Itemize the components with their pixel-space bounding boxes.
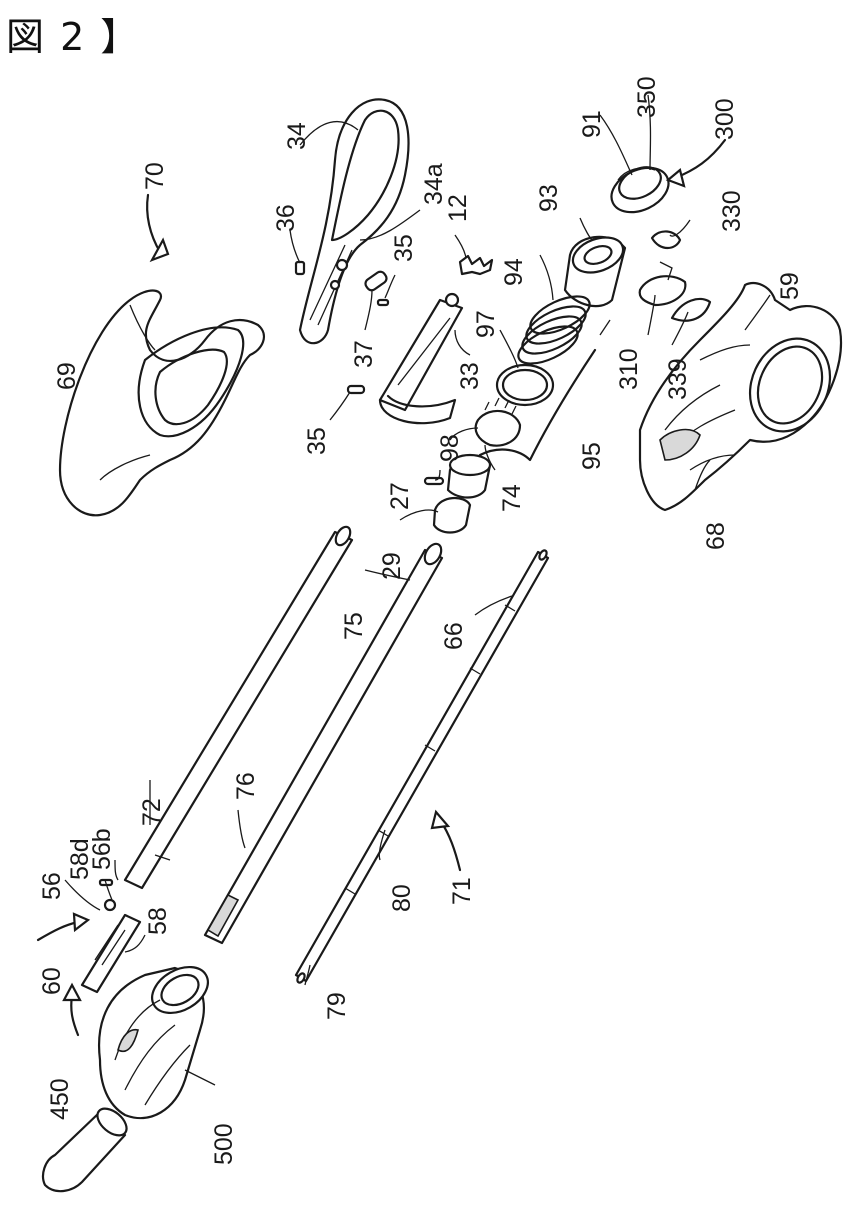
part-310-latch: [640, 262, 686, 305]
label-58: 58: [144, 907, 172, 935]
part-500-knob: [99, 958, 216, 1118]
label-72: 72: [138, 798, 166, 826]
label-350: 350: [633, 76, 661, 118]
label-68: 68: [702, 522, 730, 550]
label-74: 74: [498, 484, 526, 512]
part-69-handle-shell: [60, 291, 264, 516]
label-27: 27: [386, 482, 414, 510]
part-27-pin: [425, 478, 443, 484]
label-35-lower: 35: [303, 427, 331, 455]
label-500: 500: [210, 1123, 238, 1165]
label-97: 97: [472, 310, 500, 338]
label-29: 29: [378, 552, 406, 580]
label-80: 80: [388, 884, 416, 912]
label-69: 69: [53, 362, 81, 390]
label-95: 95: [578, 442, 606, 470]
part-91-cap: [604, 159, 675, 221]
part-34-trigger-lever: [300, 99, 408, 343]
label-94: 94: [500, 258, 528, 286]
label-310: 310: [615, 348, 643, 390]
part-35-pin-lower: [348, 386, 364, 393]
label-93: 93: [535, 184, 563, 212]
part-94-coil-spring: [513, 289, 595, 371]
label-58d: 58d: [66, 838, 94, 880]
part-97-ring: [497, 365, 553, 405]
label-91: 91: [578, 110, 606, 138]
label-66: 66: [440, 622, 468, 650]
label-70: 70: [141, 162, 169, 190]
label-75: 75: [340, 612, 368, 640]
part-339-detail: [672, 299, 710, 321]
part-36-pin: [296, 262, 304, 274]
label-71: 71: [448, 877, 476, 905]
part-76-middle-tube: [205, 541, 445, 943]
part-37-pin: [364, 270, 389, 305]
label-36: 36: [272, 204, 300, 232]
label-34: 34: [283, 122, 311, 150]
label-35: 35: [390, 234, 418, 262]
label-79: 79: [323, 992, 351, 1020]
label-37: 37: [350, 340, 378, 368]
part-33-link: [380, 294, 462, 423]
label-76: 76: [232, 772, 260, 800]
part-71-inner-rod: [296, 549, 548, 984]
label-450: 450: [46, 1078, 74, 1120]
label-330: 330: [718, 190, 746, 232]
label-12: 12: [444, 194, 472, 222]
part-330-clip: [652, 231, 680, 248]
part-93-cylinder: [565, 231, 628, 306]
part-72-outer-tube: [125, 524, 353, 888]
part-12-spring: [460, 256, 492, 274]
label-56: 56: [38, 872, 66, 900]
label-339: 339: [664, 358, 692, 400]
label-60: 60: [38, 967, 66, 995]
label-59: 59: [776, 272, 804, 300]
label-33: 33: [456, 362, 484, 390]
part-29-valve-stem: [434, 498, 470, 532]
part-98-valve: [476, 398, 520, 446]
label-300: 300: [711, 98, 739, 140]
label-98: 98: [436, 434, 464, 462]
